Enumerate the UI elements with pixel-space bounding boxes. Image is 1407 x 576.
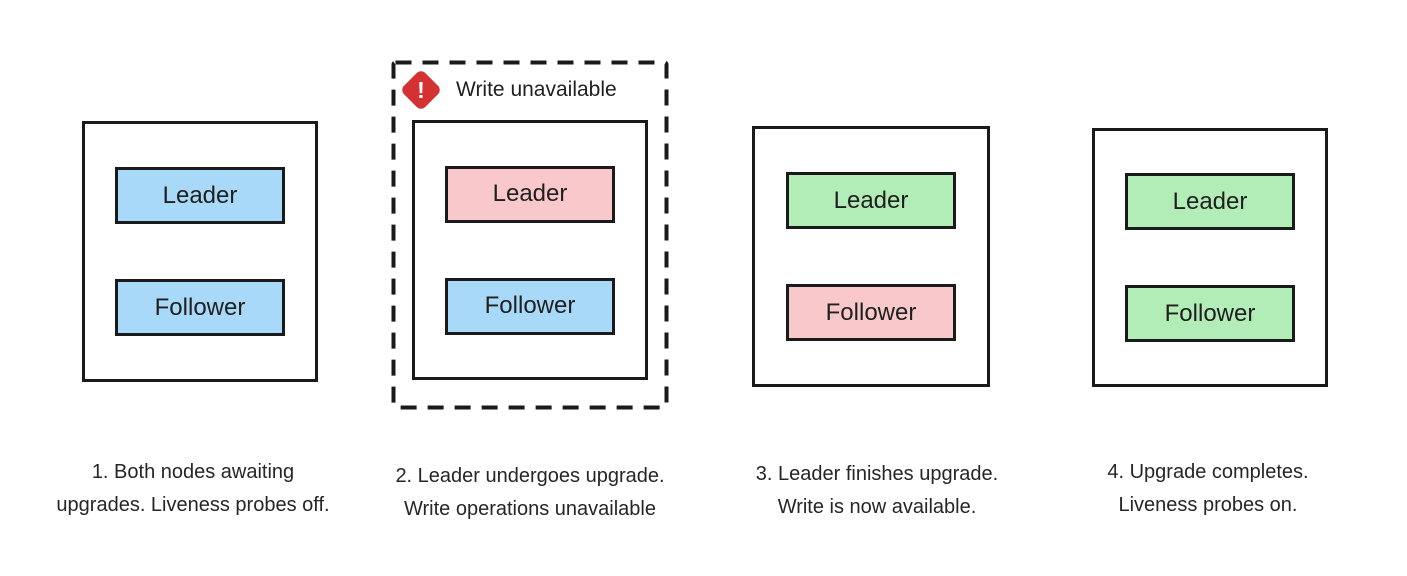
panel-3-node-group: Leader Follower — [752, 126, 990, 387]
alert-diamond-icon — [399, 68, 443, 112]
node-leader: Leader — [1125, 173, 1295, 230]
exclamation-glyph — [406, 75, 436, 105]
node-follower: Follower — [115, 279, 285, 336]
node-leader: Leader — [115, 167, 285, 224]
node-leader: Leader — [786, 172, 956, 229]
caption-line: 4. Upgrade completes. — [1107, 461, 1309, 483]
caption-line: upgrades. Liveness probes off. — [56, 494, 330, 516]
node-label: Follower — [154, 293, 246, 321]
node-label: Follower — [1164, 299, 1256, 327]
caption-line: 3. Leader finishes upgrade. — [755, 463, 999, 485]
caption-line: Write operations unavailable — [403, 498, 656, 520]
warning-label: Write unavailable — [456, 78, 617, 101]
dashed-border — [391, 60, 669, 410]
node-follower: Follower — [1125, 285, 1295, 342]
write-unavailable-banner: Write unavailable — [399, 68, 617, 112]
node-leader: Leader — [445, 165, 615, 223]
caption-line: Liveness probes on. — [1118, 494, 1298, 516]
node-label: Leader — [833, 186, 909, 214]
panel-1-caption: 1. Both nodes awaiting upgrades. Livenes… — [13, 456, 373, 522]
node-label: Leader — [162, 181, 238, 209]
node-label: Leader — [1172, 187, 1248, 215]
panel-4-caption: 4. Upgrade completes. Liveness probes on… — [1028, 456, 1388, 522]
caption-line: 2. Leader undergoes upgrade. — [395, 465, 665, 487]
panel-3-caption: 3. Leader finishes upgrade. Write is now… — [697, 458, 1057, 524]
caption-line: Write is now available. — [777, 496, 977, 518]
node-label: Leader — [492, 180, 568, 207]
node-label: Follower — [484, 292, 576, 319]
panel-1-node-group: Leader Follower — [82, 121, 318, 382]
node-follower: Follower — [445, 277, 615, 335]
node-follower: Follower — [786, 284, 956, 341]
node-label: Follower — [825, 298, 917, 326]
panel-2-caption: 2. Leader undergoes upgrade. Write opera… — [350, 460, 710, 526]
panel-4-node-group: Leader Follower — [1092, 128, 1328, 387]
panel-2-node-group: Leader Follower — [412, 120, 648, 380]
panel-2-dashed-outline: Write unavailable Leader Follower — [391, 60, 669, 410]
caption-line: 1. Both nodes awaiting — [91, 461, 295, 483]
